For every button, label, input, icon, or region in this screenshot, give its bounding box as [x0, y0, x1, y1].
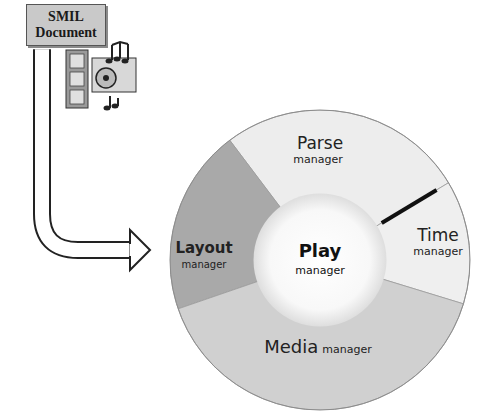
manager-word: manager — [322, 343, 371, 356]
arrow-inner — [42, 49, 136, 250]
play-circle: Play manager — [253, 193, 387, 327]
arrow-outline — [42, 49, 136, 250]
manager-word: manager — [295, 265, 344, 277]
manager-name: Media — [264, 336, 318, 357]
outer-outline — [170, 110, 470, 410]
manager-name: Time — [417, 226, 459, 245]
divider-line — [382, 190, 437, 223]
sector-label-row: Media manager — [264, 336, 372, 357]
manager-word: manager — [182, 259, 227, 270]
circle-fill — [254, 194, 387, 327]
film-strip — [66, 50, 88, 108]
manager-name: Play — [299, 241, 342, 261]
manager-word: manager — [293, 154, 342, 166]
hollow-arrow — [42, 49, 150, 270]
manager-name: Layout — [175, 240, 232, 257]
box-label: SMIL Document — [31, 9, 101, 41]
manager-word: manager — [413, 246, 462, 258]
manager-name: Parse — [297, 134, 343, 153]
document-box: SMIL Document — [26, 4, 106, 46]
arrow-head — [130, 230, 150, 270]
music-icon — [92, 42, 136, 111]
arrow-joint — [130, 244, 133, 256]
